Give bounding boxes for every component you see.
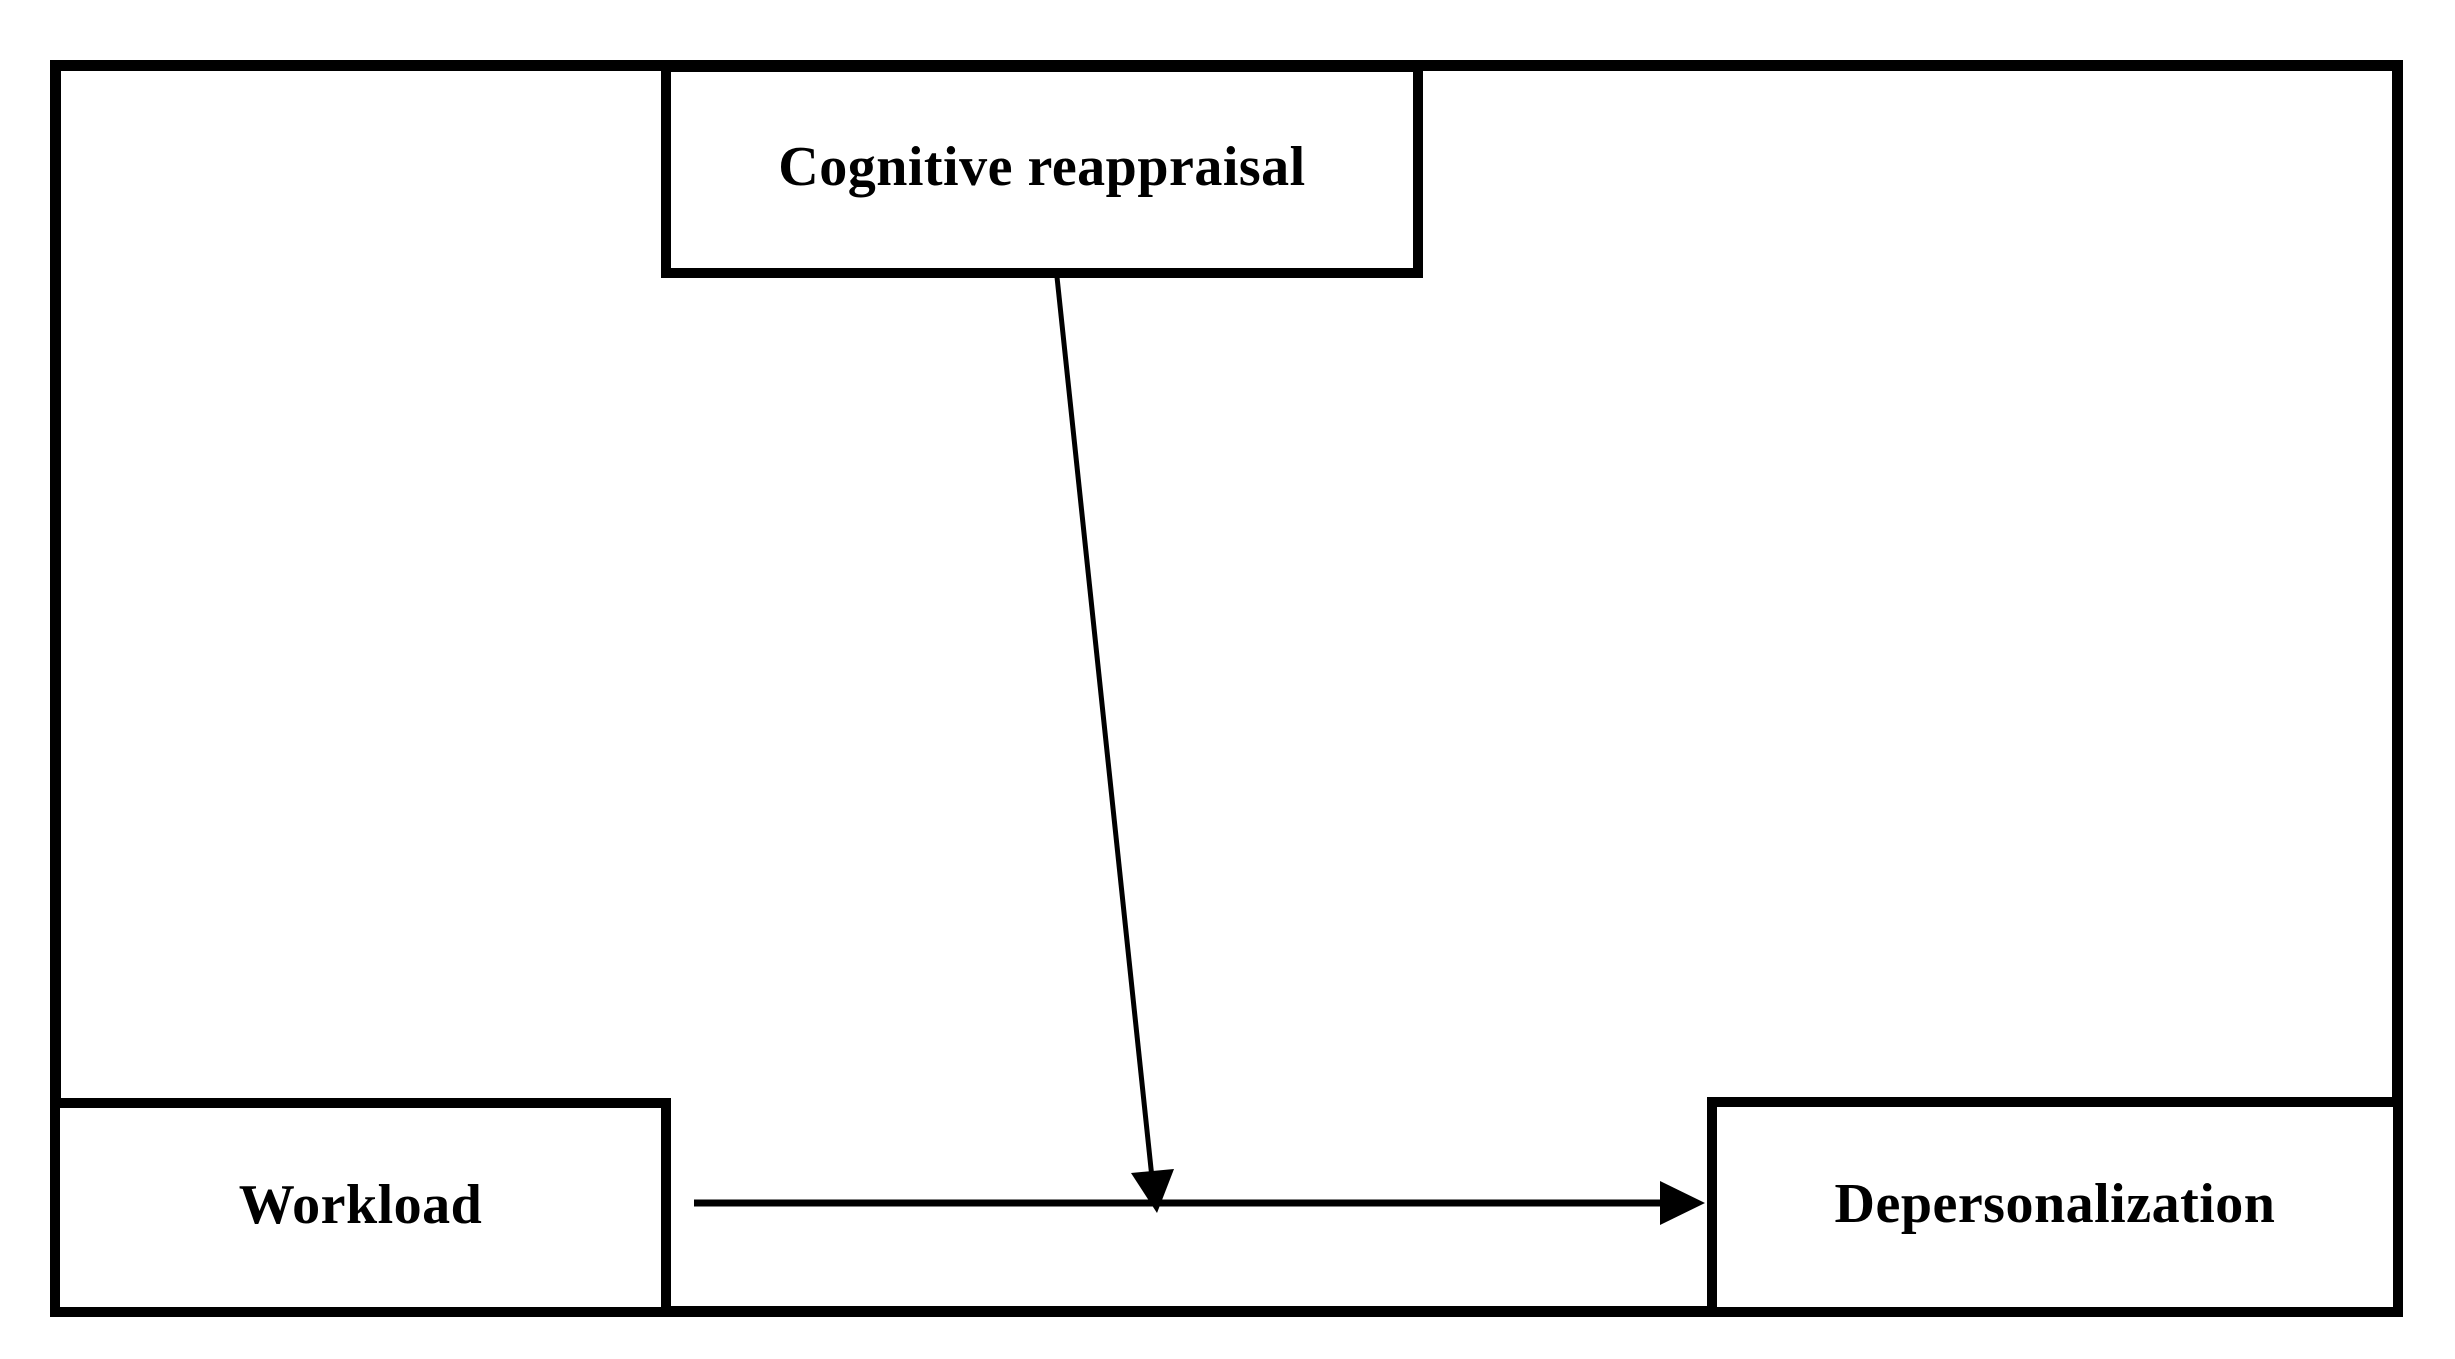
depersonalization-label: Depersonalization xyxy=(1834,1173,2276,1235)
cognitive-reappraisal-label: Cognitive reappraisal xyxy=(778,136,1306,198)
box-workload: Workload xyxy=(50,1098,671,1317)
box-depersonalization: Depersonalization xyxy=(1707,1097,2403,1317)
workload-label: Workload xyxy=(238,1173,483,1236)
box-cognitive-reappraisal: Cognitive reappraisal xyxy=(661,62,1423,278)
